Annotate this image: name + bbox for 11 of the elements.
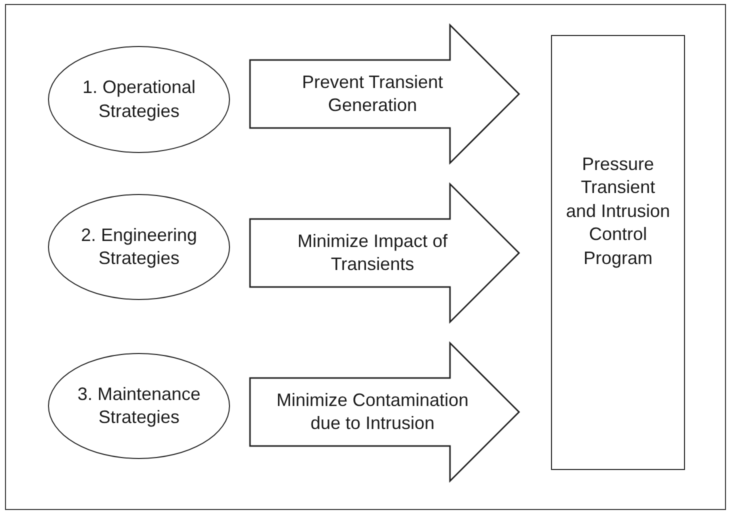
edge-label: Minimize Impact of Transients xyxy=(296,230,449,276)
node-label: 2. Engineering Strategies xyxy=(80,224,198,270)
node-label: 1. Operational Strategies xyxy=(81,76,197,123)
program-box xyxy=(551,35,685,470)
block-arrow xyxy=(249,23,520,165)
node-label: Pressure Transient and Intrusion Control Program xyxy=(564,153,672,270)
block-arrow xyxy=(249,341,520,483)
node-label: 3. Maintenance Strategies xyxy=(76,382,202,429)
block-arrow xyxy=(249,182,520,324)
edge-label: Minimize Contamination due to Intrusion xyxy=(275,388,470,435)
edge-label: Prevent Transient Generation xyxy=(300,70,444,117)
